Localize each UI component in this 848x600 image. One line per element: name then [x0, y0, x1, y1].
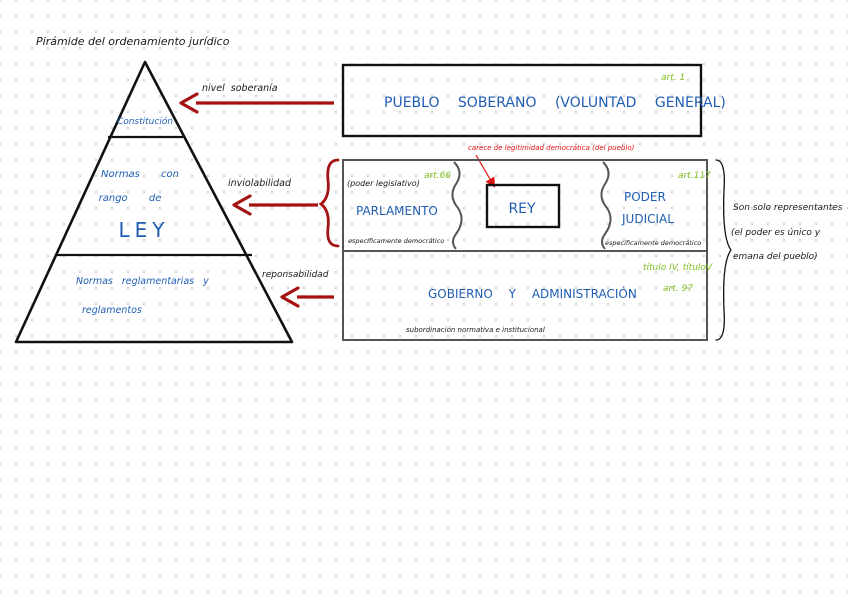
side-note-line1: Son solo representantes: [733, 203, 843, 213]
pyramid-level-ley-line2: rango de: [99, 193, 162, 204]
arrow-label-soberania: nivel soberanía: [202, 83, 278, 94]
right-brace: [715, 159, 732, 341]
pueblo-box: PUEBLO SOBERANO (VOLUNTAD GENERAL) art. …: [341, 63, 726, 138]
wavy-divider-left: [451, 161, 463, 250]
pueblo-box-text: PUEBLO SOBERANO (VOLUNTAD GENERAL): [384, 95, 726, 111]
side-note-line3: emana del pueblo): [733, 252, 818, 262]
pyramid-level-reglamentos-line2: reglamentos: [82, 305, 142, 316]
arrows: nivel soberanía inviolabilidad reponsabi…: [179, 83, 340, 308]
gobierno-note: subordinación normativa e institucional: [406, 326, 545, 334]
judicial-note: específicamente democrático: [605, 239, 701, 247]
gobierno-name: GOBIERNO Y ADMINISTRACIÓN: [428, 286, 637, 301]
arrow-responsabilidad-head: [280, 286, 300, 308]
powers-box: (poder legislativo) PARLAMENTO art.66 es…: [342, 159, 713, 341]
arrow-soberania-head: [179, 92, 199, 114]
pyramid-level-ley-big: LEY: [119, 218, 170, 242]
parlamento-note: específicamente democrático: [348, 237, 444, 245]
judicial-article: art.117: [678, 171, 711, 181]
parlamento-pre: (poder legislativo): [347, 179, 420, 188]
rey-name: REY: [508, 201, 536, 217]
pyramid-level-constitucion: Constitución: [117, 116, 173, 127]
pyramid-level-ley-line1: Normas con: [101, 169, 179, 180]
rey-legitimidad-note: carece de legitimidad democrática (del p…: [468, 144, 635, 152]
judicial-line1: PODER: [624, 190, 666, 204]
wavy-divider-right: [600, 161, 612, 250]
pueblo-box-frame: [341, 63, 703, 138]
pueblo-box-article: art. 1: [661, 73, 685, 83]
diagram-title: Pirámide del ordenamiento jurídico: [36, 35, 230, 48]
parlamento-article: art.66: [424, 171, 451, 181]
arrow-label-responsabilidad: reponsabilidad: [262, 270, 329, 280]
pyramid-level-reglamentos-line1: Normas reglamentarias y: [76, 276, 209, 287]
arrow-label-inviolabilidad: inviolabilidad: [228, 178, 292, 189]
side-note-line2: (el poder es único y: [731, 228, 821, 238]
arrow-inviolabilidad-head: [232, 194, 252, 216]
red-brace: [318, 158, 340, 248]
judicial-line2: JUDICIAL: [621, 212, 674, 226]
rey-box: [485, 183, 561, 229]
parlamento-name: PARLAMENTO: [356, 204, 438, 218]
gobierno-article-2: art. 97: [663, 284, 693, 294]
pyramid: Constitución Normas con rango de LEY Nor…: [14, 60, 294, 344]
gobierno-article-1: título IV, títuloV: [643, 263, 713, 273]
pyramid-outline: [14, 60, 294, 344]
